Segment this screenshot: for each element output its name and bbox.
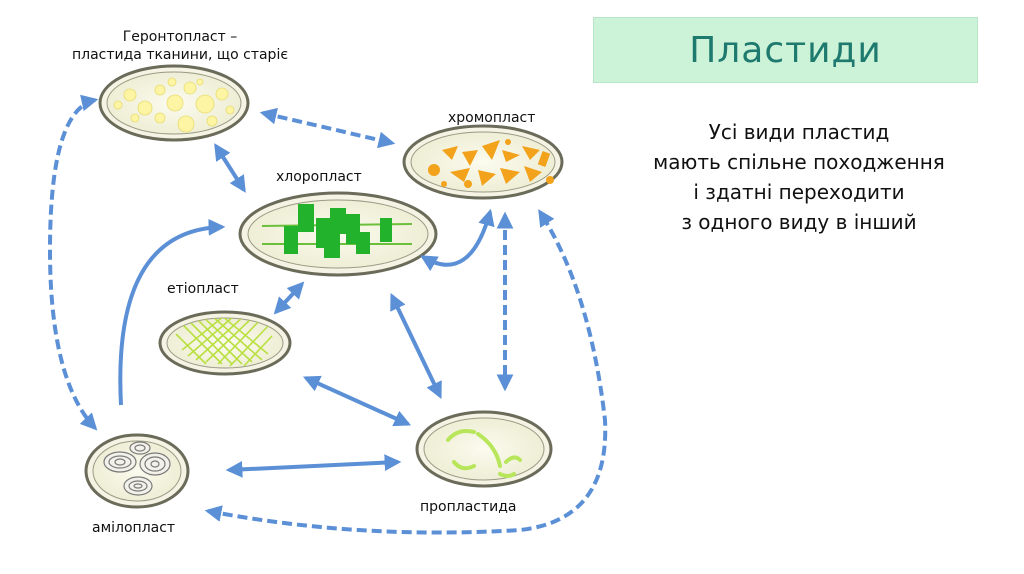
- arrow-etio-chloro: [273, 281, 305, 315]
- arrow-chloro-proplastid: [390, 292, 442, 400]
- description-text: Усі види пластид мають спільне походженн…: [603, 117, 995, 237]
- description-line: з одного виду в інший: [681, 210, 917, 234]
- description-line: і здатні переходити: [693, 180, 905, 204]
- gerontoplast-label: Геронтопласт – пластида тканини, що стар…: [71, 29, 289, 63]
- arrow-amylo-proplastid: [225, 454, 402, 478]
- page-title: Пластиди: [689, 29, 882, 71]
- chromoplast-label: хромопласт: [448, 110, 536, 126]
- chromoplast-cell: [402, 124, 564, 200]
- gerontoplast-cell: [98, 64, 250, 142]
- arrow-geronto-chromo: [259, 107, 396, 149]
- arrow-amylo-chloro: [118, 218, 226, 406]
- arrow-geronto-amylo: [47, 94, 99, 431]
- amyloplast-cell: [84, 433, 190, 509]
- arrow-etio-proplastid: [302, 375, 412, 427]
- title-banner: Пластиди: [593, 17, 978, 83]
- amyloplast-label: амілопласт: [92, 520, 176, 536]
- chloroplast-label: хлоропласт: [276, 169, 362, 185]
- arrow-chloro-chromo: [420, 208, 495, 272]
- chloroplast-cell: [238, 191, 438, 277]
- arrow-amylo-chromo: [204, 209, 608, 535]
- proplastid-label: пропластида: [420, 499, 517, 515]
- description-line: Усі види пластид: [708, 120, 890, 144]
- proplastid-cell: [415, 410, 553, 488]
- etioplast-label: етіопласт: [167, 281, 239, 297]
- etioplast-cell: [158, 310, 292, 376]
- description-line: мають спільне походження: [653, 150, 945, 174]
- arrow-geronto-chloro: [214, 143, 246, 193]
